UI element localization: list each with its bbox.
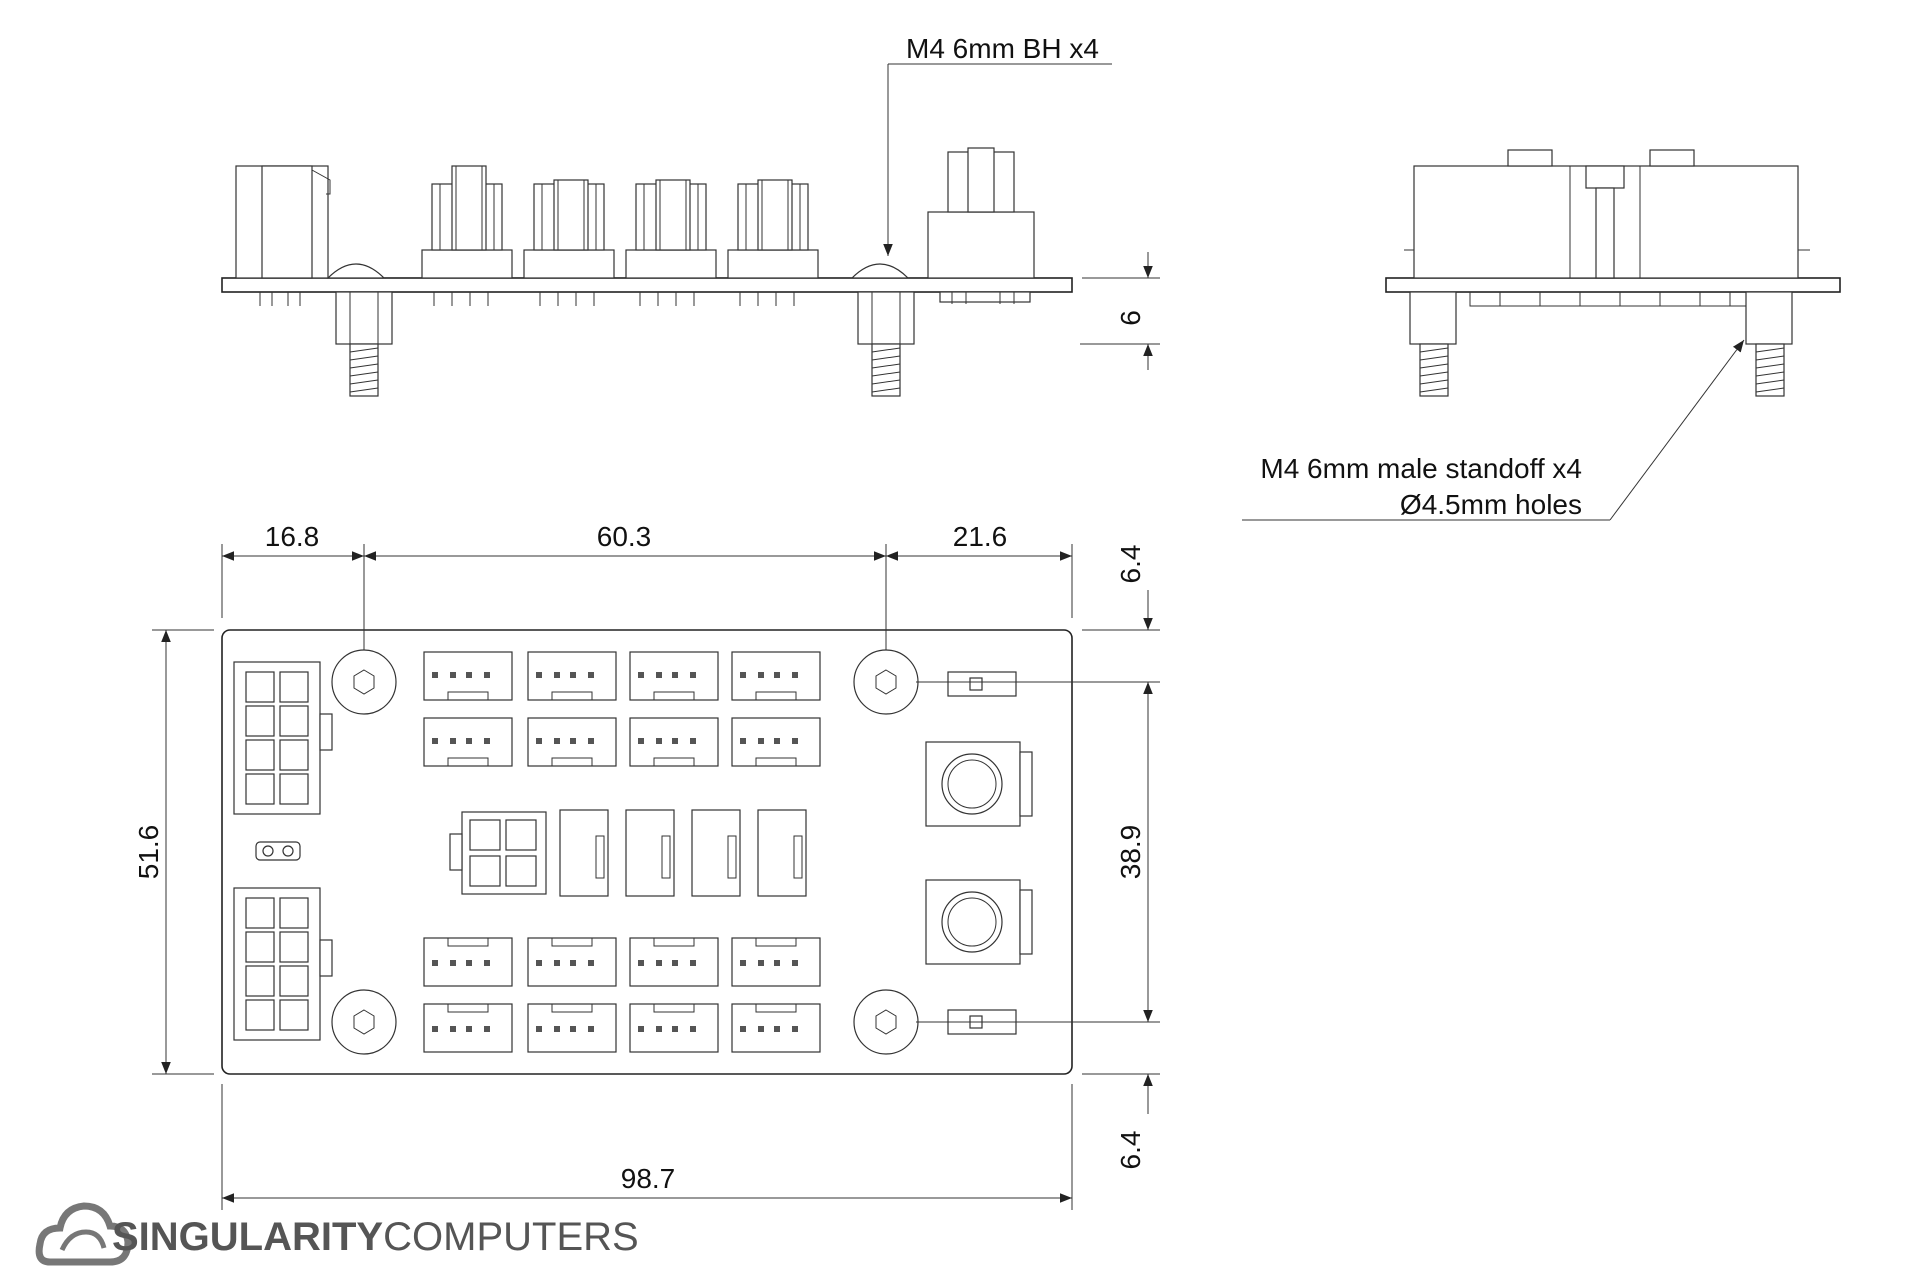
mounting-holes [331, 649, 919, 1055]
note-button-head: M4 6mm BH x4 [906, 33, 1099, 64]
power-connector-bottom [233, 887, 333, 1041]
power-connector-top [233, 661, 333, 815]
side-headers [259, 165, 819, 306]
svg-text:SINGULARITYCOMPUTERS: SINGULARITYCOMPUTERS [112, 1215, 639, 1259]
side-view: M4 6mm BH x4 6 [221, 33, 1160, 397]
right-thread [871, 343, 901, 397]
note-standoff-line2: Ø4.5mm holes [1400, 489, 1582, 520]
end-view: M4 6mm male standoff x4 Ø4.5mm holes [1242, 149, 1841, 521]
dim-side-height: 6 [1115, 310, 1146, 326]
cloud-logo-icon [35, 1202, 132, 1266]
dim-right-offset: 21.6 [953, 521, 1008, 552]
logo-text-computers: COMPUTERS [383, 1215, 639, 1259]
dim-left-offset: 16.8 [265, 521, 320, 552]
brand-logo: SINGULARITYCOMPUTERS [35, 1202, 639, 1266]
middle-components [449, 809, 807, 897]
note-standoff-line1: M4 6mm male standoff x4 [1260, 453, 1582, 484]
logo-text-singularity: SINGULARITY [112, 1215, 383, 1259]
dim-hole-spacing-x: 60.3 [597, 521, 652, 552]
fan-headers [423, 651, 821, 1053]
dim-hole-spacing-y: 38.9 [1115, 825, 1146, 880]
top-view: 16.8 60.3 21.6 98.7 51.6 6.4 38.9 6.4 [133, 521, 1160, 1210]
dim-bottom-offset: 6.4 [1115, 1131, 1146, 1170]
left-thread [349, 343, 379, 397]
dim-board-height: 51.6 [133, 825, 164, 880]
dim-board-width: 98.7 [621, 1163, 676, 1194]
dim-top-offset: 6.4 [1115, 545, 1146, 584]
